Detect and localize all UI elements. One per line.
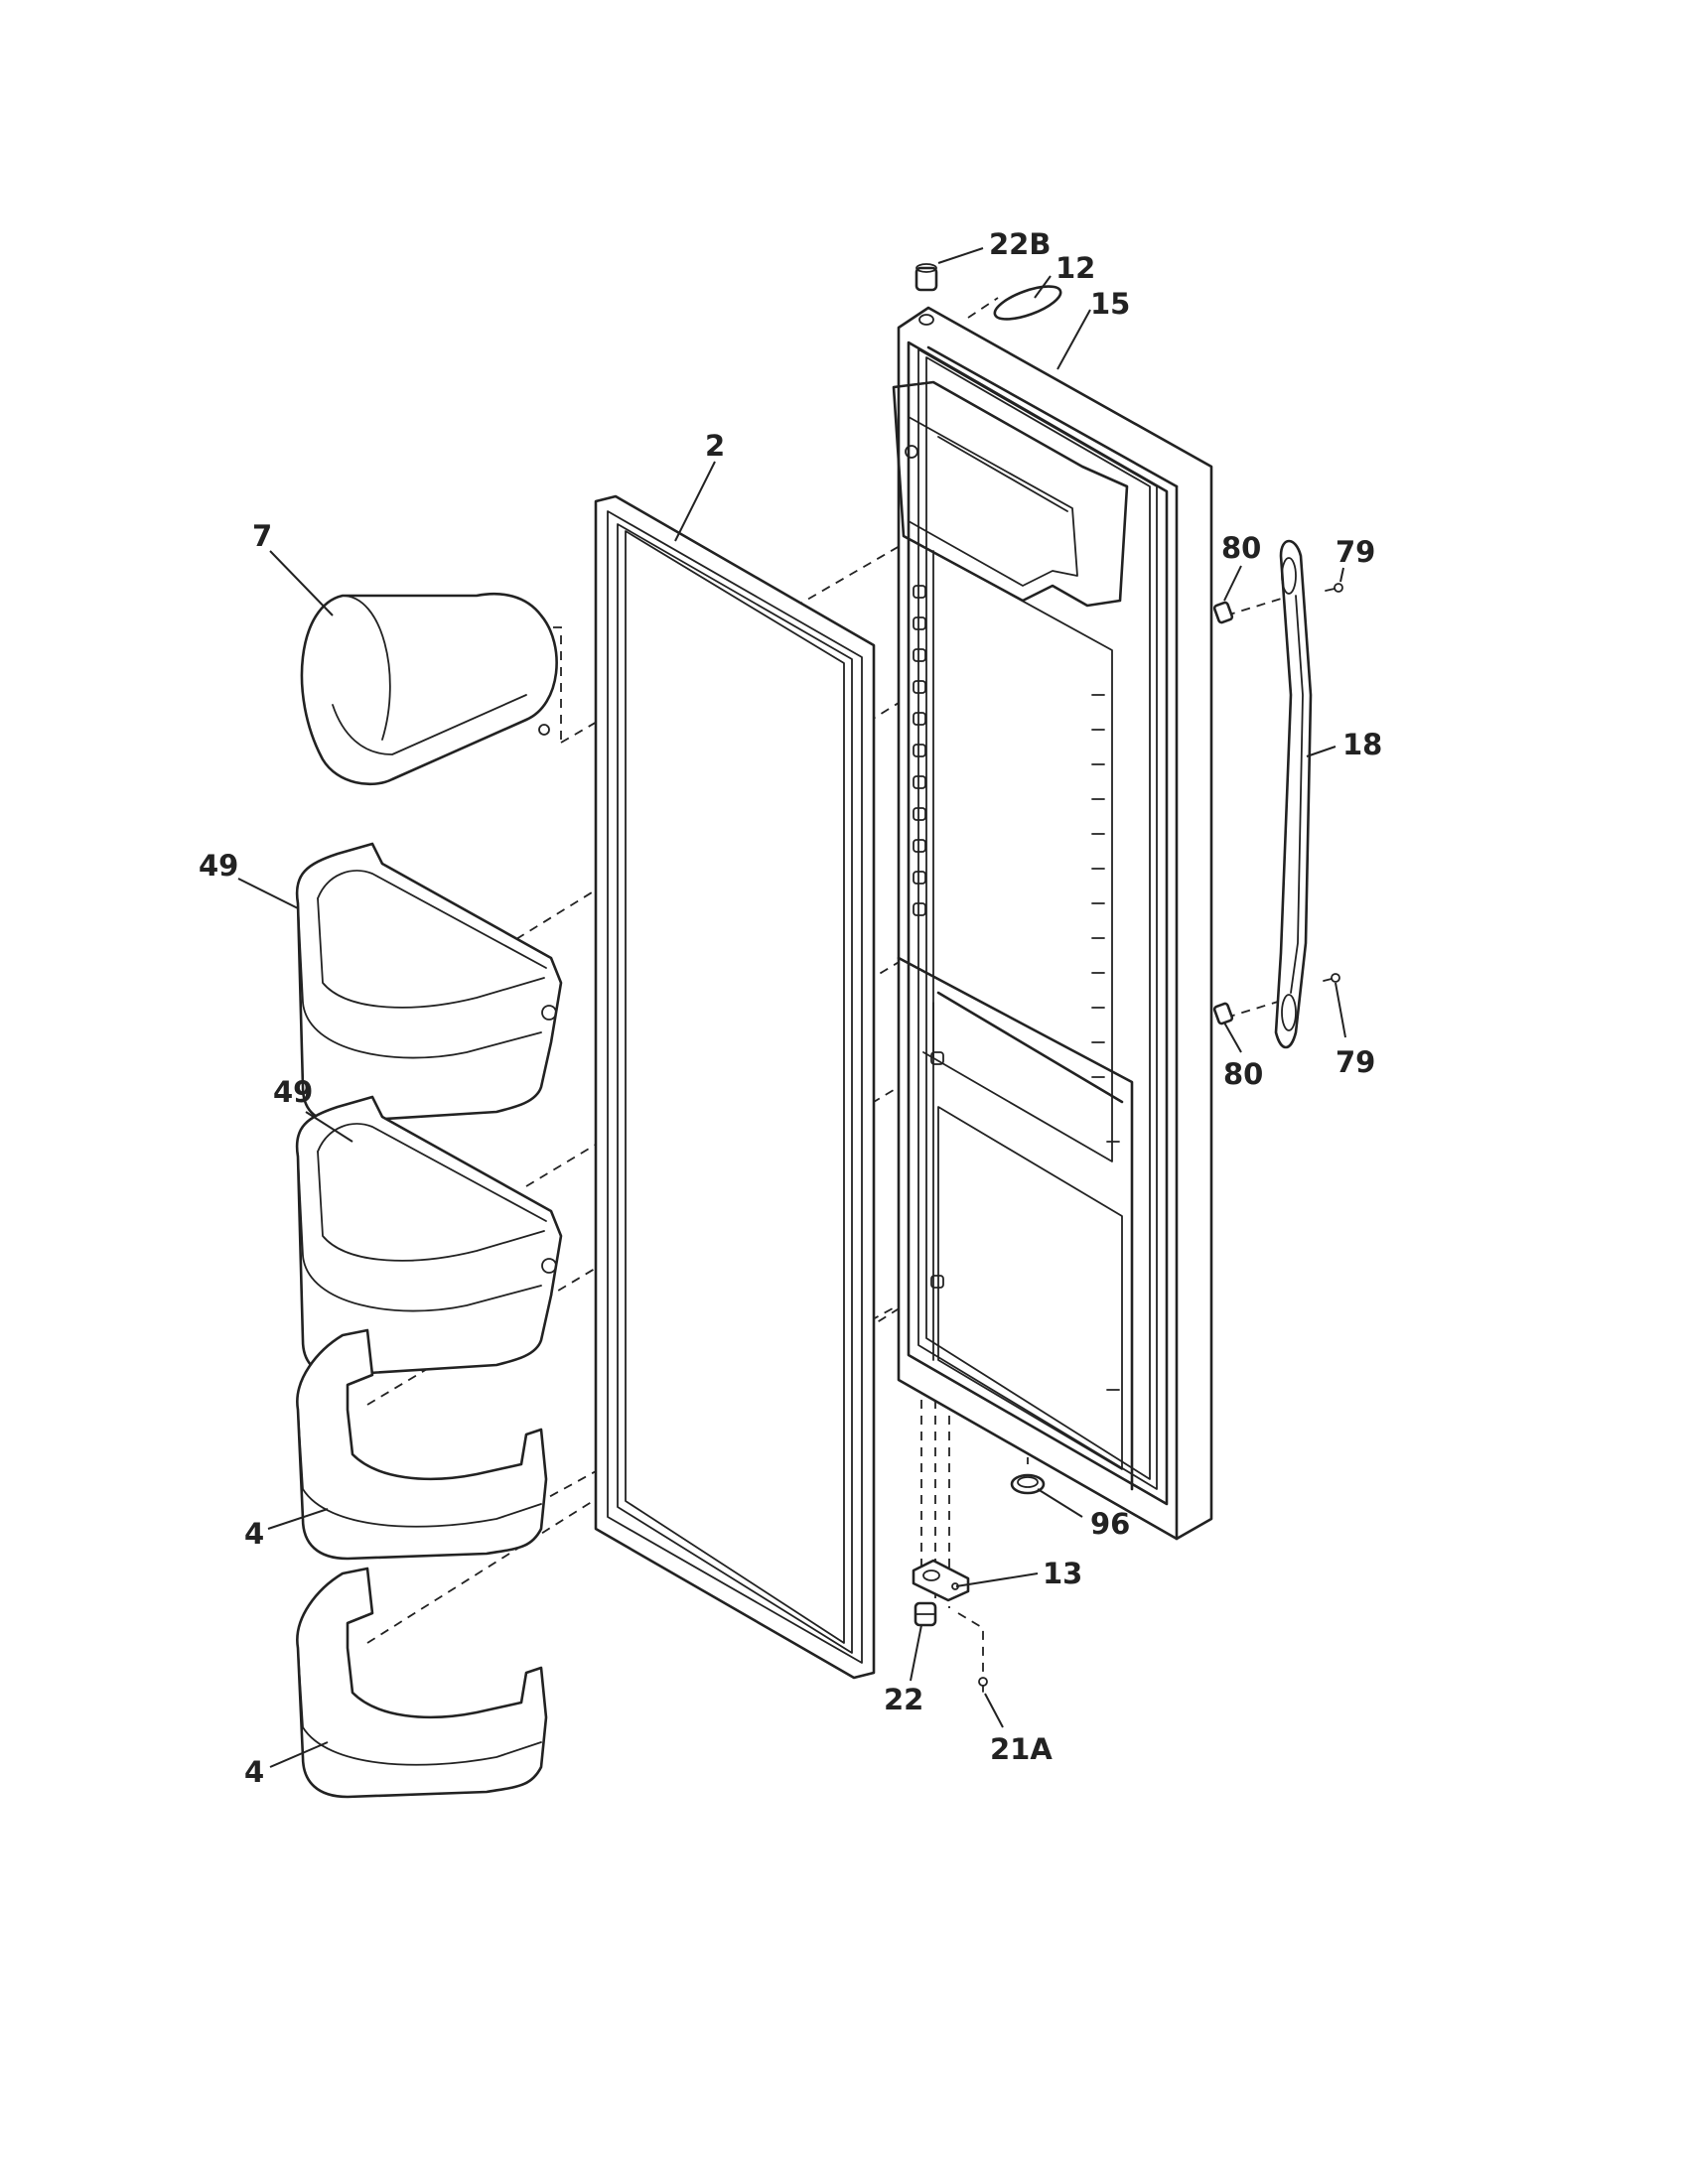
- callout-12: 12: [1055, 251, 1095, 285]
- callout-4-lower: 4: [244, 1755, 264, 1789]
- door-liner-ribs: [1091, 694, 1120, 1391]
- handle-stud-upper-80: [1212, 601, 1234, 624]
- plug-cover-12: [993, 285, 1062, 321]
- handle-screw-lower-79: [1323, 973, 1340, 983]
- handle-screw-upper-79: [1325, 583, 1343, 593]
- door-bin-upper: [295, 842, 563, 1124]
- callout-4-upper: 4: [244, 1517, 264, 1551]
- door-gasket: [594, 494, 876, 1680]
- callout-49-lower: 49: [273, 1075, 313, 1109]
- callout-80-lower: 80: [1223, 1057, 1263, 1091]
- bottom-hinge-plate-13: [912, 1559, 970, 1602]
- callout-15: 15: [1090, 287, 1130, 321]
- door-liner-studs: [913, 585, 944, 1289]
- door-bin-lower: [295, 1095, 563, 1377]
- callout-18: 18: [1342, 728, 1382, 761]
- callout-2: 2: [705, 429, 725, 463]
- door-liner-panel: [897, 540, 1134, 1491]
- door-top-hole: [918, 314, 934, 326]
- door-outer-panel: [897, 306, 1213, 1541]
- callout-79-lower: 79: [1336, 1045, 1375, 1079]
- hinge-screw-21a: [978, 1677, 988, 1693]
- callout-leader-lines: [237, 247, 1346, 1768]
- callout-80-upper: 80: [1221, 531, 1261, 565]
- hinge-bushing-22b: [914, 263, 938, 292]
- callout-22: 22: [884, 1683, 923, 1716]
- callout-21a: 21A: [990, 1732, 1053, 1766]
- door-shelf-upper: [296, 1328, 548, 1561]
- door-stop-plug-96: [1010, 1473, 1046, 1495]
- door-shelf-lower: [296, 1567, 548, 1799]
- callout-22b: 22B: [989, 227, 1051, 261]
- hinge-bushing-22: [914, 1601, 937, 1627]
- dairy-compartment-door: [300, 592, 558, 786]
- door-handle: [1274, 539, 1313, 1049]
- callout-13: 13: [1043, 1557, 1082, 1590]
- callout-labels: 22B 12 15 2 7 80 79 18 49 80 79 49 4 96 …: [199, 227, 1382, 1789]
- handle-stud-lower-80: [1212, 1002, 1234, 1025]
- callout-96: 96: [1090, 1507, 1130, 1541]
- callout-49-upper: 49: [199, 849, 238, 883]
- callout-7: 7: [252, 519, 272, 553]
- callout-79-upper: 79: [1336, 535, 1375, 569]
